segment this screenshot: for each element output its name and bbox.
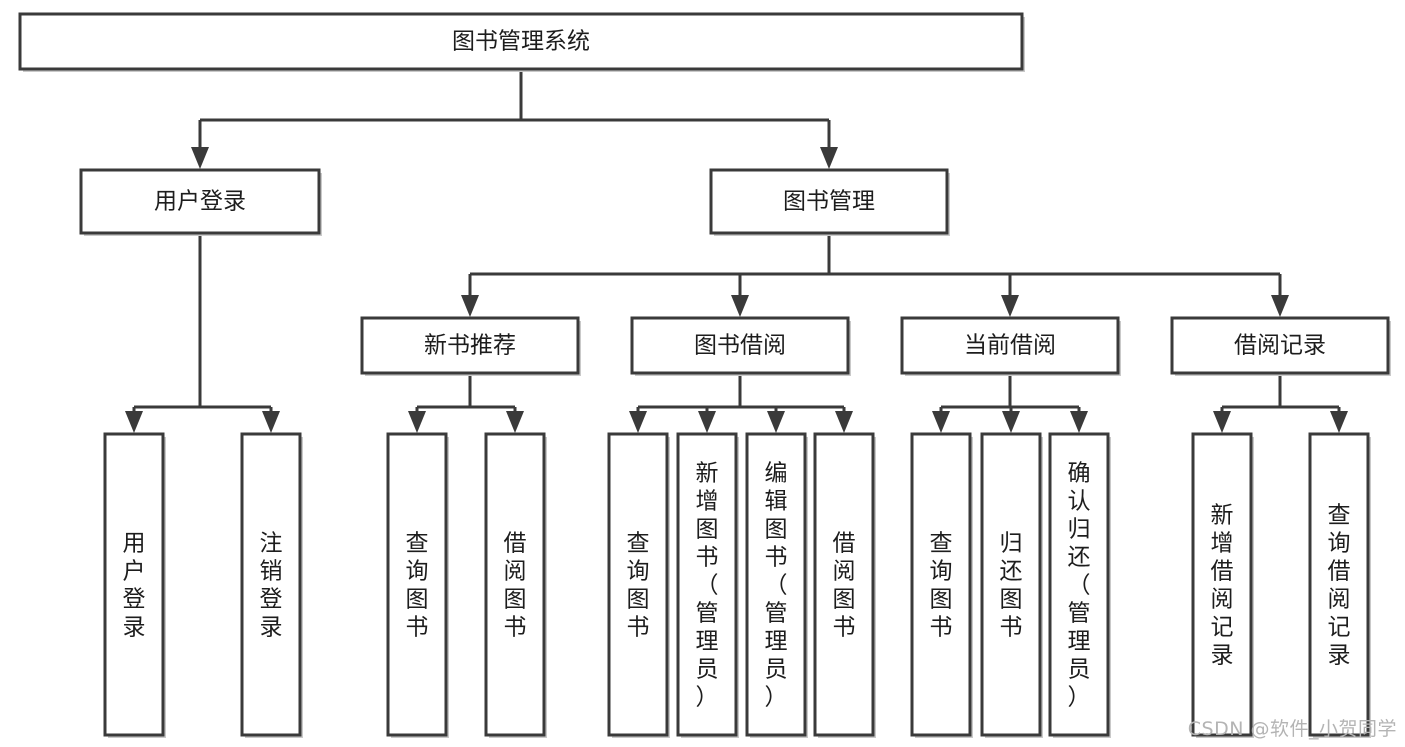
node-label: 查询图书 bbox=[627, 530, 650, 640]
watermark-label: CSDN @软件_小贺同学 bbox=[1187, 718, 1397, 740]
node-leaf-edit-book[interactable]: 编辑图书（管理员） bbox=[745, 432, 808, 738]
node-rect[interactable] bbox=[484, 432, 546, 737]
arrow-head-icon bbox=[1330, 411, 1348, 433]
node-rect[interactable] bbox=[900, 316, 1120, 375]
node-leaf-user-login[interactable]: 用户登录 bbox=[103, 432, 166, 738]
node-rect[interactable] bbox=[360, 316, 580, 375]
arrow-head-icon bbox=[767, 411, 785, 433]
arrow-head-icon bbox=[1002, 411, 1020, 433]
arrow-head-icon bbox=[461, 295, 479, 317]
arrow-head-icon bbox=[1070, 411, 1088, 433]
arrow-head-icon bbox=[1213, 411, 1231, 433]
arrow-head-icon bbox=[125, 411, 143, 433]
arrow-head-icon bbox=[835, 411, 853, 433]
node-label: 新增图书（管理员） bbox=[696, 460, 719, 710]
node-label: 注销登录 bbox=[260, 530, 283, 640]
node-leaf-query-book-1[interactable]: 查询图书 bbox=[386, 432, 449, 738]
node-label: 用户登录 bbox=[123, 530, 146, 640]
node-leaf-confirm-return[interactable]: 确认归还（管理员） bbox=[1048, 432, 1111, 738]
arrow-head-icon bbox=[629, 411, 647, 433]
arrow-head-icon bbox=[191, 147, 209, 169]
node-label: 图书管理 bbox=[783, 189, 875, 215]
node-book-manage[interactable]: 图书管理 bbox=[709, 168, 950, 236]
node-rect[interactable] bbox=[1048, 432, 1110, 737]
node-label: 归还图书 bbox=[1000, 530, 1023, 640]
node-label: 用户登录 bbox=[154, 189, 246, 215]
node-rect[interactable] bbox=[813, 432, 875, 737]
node-root[interactable]: 图书管理系统 bbox=[18, 12, 1025, 72]
node-rect[interactable] bbox=[18, 12, 1024, 71]
arrow-head-icon bbox=[1001, 295, 1019, 317]
arrow-head-icon bbox=[698, 411, 716, 433]
node-rect[interactable] bbox=[1170, 316, 1390, 375]
node-rect[interactable] bbox=[745, 432, 807, 737]
node-label: 图书管理系统 bbox=[452, 29, 590, 55]
node-label: 图书借阅 bbox=[694, 333, 786, 359]
node-rect[interactable] bbox=[240, 432, 302, 737]
node-label: 新书推荐 bbox=[424, 333, 516, 359]
node-rect[interactable] bbox=[386, 432, 448, 737]
node-rect[interactable] bbox=[910, 432, 972, 737]
node-boxes: 图书管理系统用户登录图书管理新书推荐图书借阅当前借阅借阅记录用户登录注销登录查询… bbox=[18, 12, 1391, 738]
node-user-login[interactable]: 用户登录 bbox=[79, 168, 322, 236]
node-rect[interactable] bbox=[630, 316, 850, 375]
node-leaf-return-book[interactable]: 归还图书 bbox=[980, 432, 1043, 738]
arrow-head-icon bbox=[408, 411, 426, 433]
node-rect[interactable] bbox=[607, 432, 669, 737]
node-label: 新增借阅记录 bbox=[1211, 502, 1234, 668]
node-leaf-add-book[interactable]: 新增图书（管理员） bbox=[676, 432, 739, 738]
node-rect[interactable] bbox=[676, 432, 738, 737]
arrow-head-icon bbox=[731, 295, 749, 317]
node-rect[interactable] bbox=[103, 432, 165, 737]
arrow-head-icon bbox=[932, 411, 950, 433]
node-label: 确认归还（管理员） bbox=[1068, 460, 1091, 710]
node-leaf-query-book-2[interactable]: 查询图书 bbox=[607, 432, 670, 738]
node-leaf-logout[interactable]: 注销登录 bbox=[240, 432, 303, 738]
node-leaf-add-record[interactable]: 新增借阅记录 bbox=[1191, 432, 1254, 738]
node-current-borrow[interactable]: 当前借阅 bbox=[900, 316, 1121, 376]
node-new-book-recommend[interactable]: 新书推荐 bbox=[360, 316, 581, 376]
node-label: 借阅记录 bbox=[1234, 333, 1326, 359]
node-leaf-query-book-3[interactable]: 查询图书 bbox=[910, 432, 973, 738]
arrow-head-icon bbox=[262, 411, 280, 433]
arrow-head-icon bbox=[506, 411, 524, 433]
node-book-borrow[interactable]: 图书借阅 bbox=[630, 316, 851, 376]
node-label: 查询图书 bbox=[406, 530, 429, 640]
node-leaf-borrow-book-2[interactable]: 借阅图书 bbox=[813, 432, 876, 738]
node-leaf-borrow-book-1[interactable]: 借阅图书 bbox=[484, 432, 547, 738]
node-borrow-record[interactable]: 借阅记录 bbox=[1170, 316, 1391, 376]
node-label: 借阅图书 bbox=[504, 530, 527, 640]
node-label: 当前借阅 bbox=[964, 333, 1056, 359]
node-rect[interactable] bbox=[980, 432, 1042, 737]
node-rect[interactable] bbox=[1308, 432, 1370, 737]
connector-lines bbox=[125, 69, 1348, 433]
node-leaf-query-record[interactable]: 查询借阅记录 bbox=[1308, 432, 1371, 738]
arrow-head-icon bbox=[820, 147, 838, 169]
node-rect[interactable] bbox=[1191, 432, 1253, 737]
node-rect[interactable] bbox=[709, 168, 949, 235]
node-label: 查询借阅记录 bbox=[1328, 502, 1351, 668]
arrow-head-icon bbox=[1271, 295, 1289, 317]
node-label: 借阅图书 bbox=[833, 530, 856, 640]
node-label: 编辑图书（管理员） bbox=[765, 460, 788, 710]
node-label: 查询图书 bbox=[930, 530, 953, 640]
node-rect[interactable] bbox=[79, 168, 321, 235]
